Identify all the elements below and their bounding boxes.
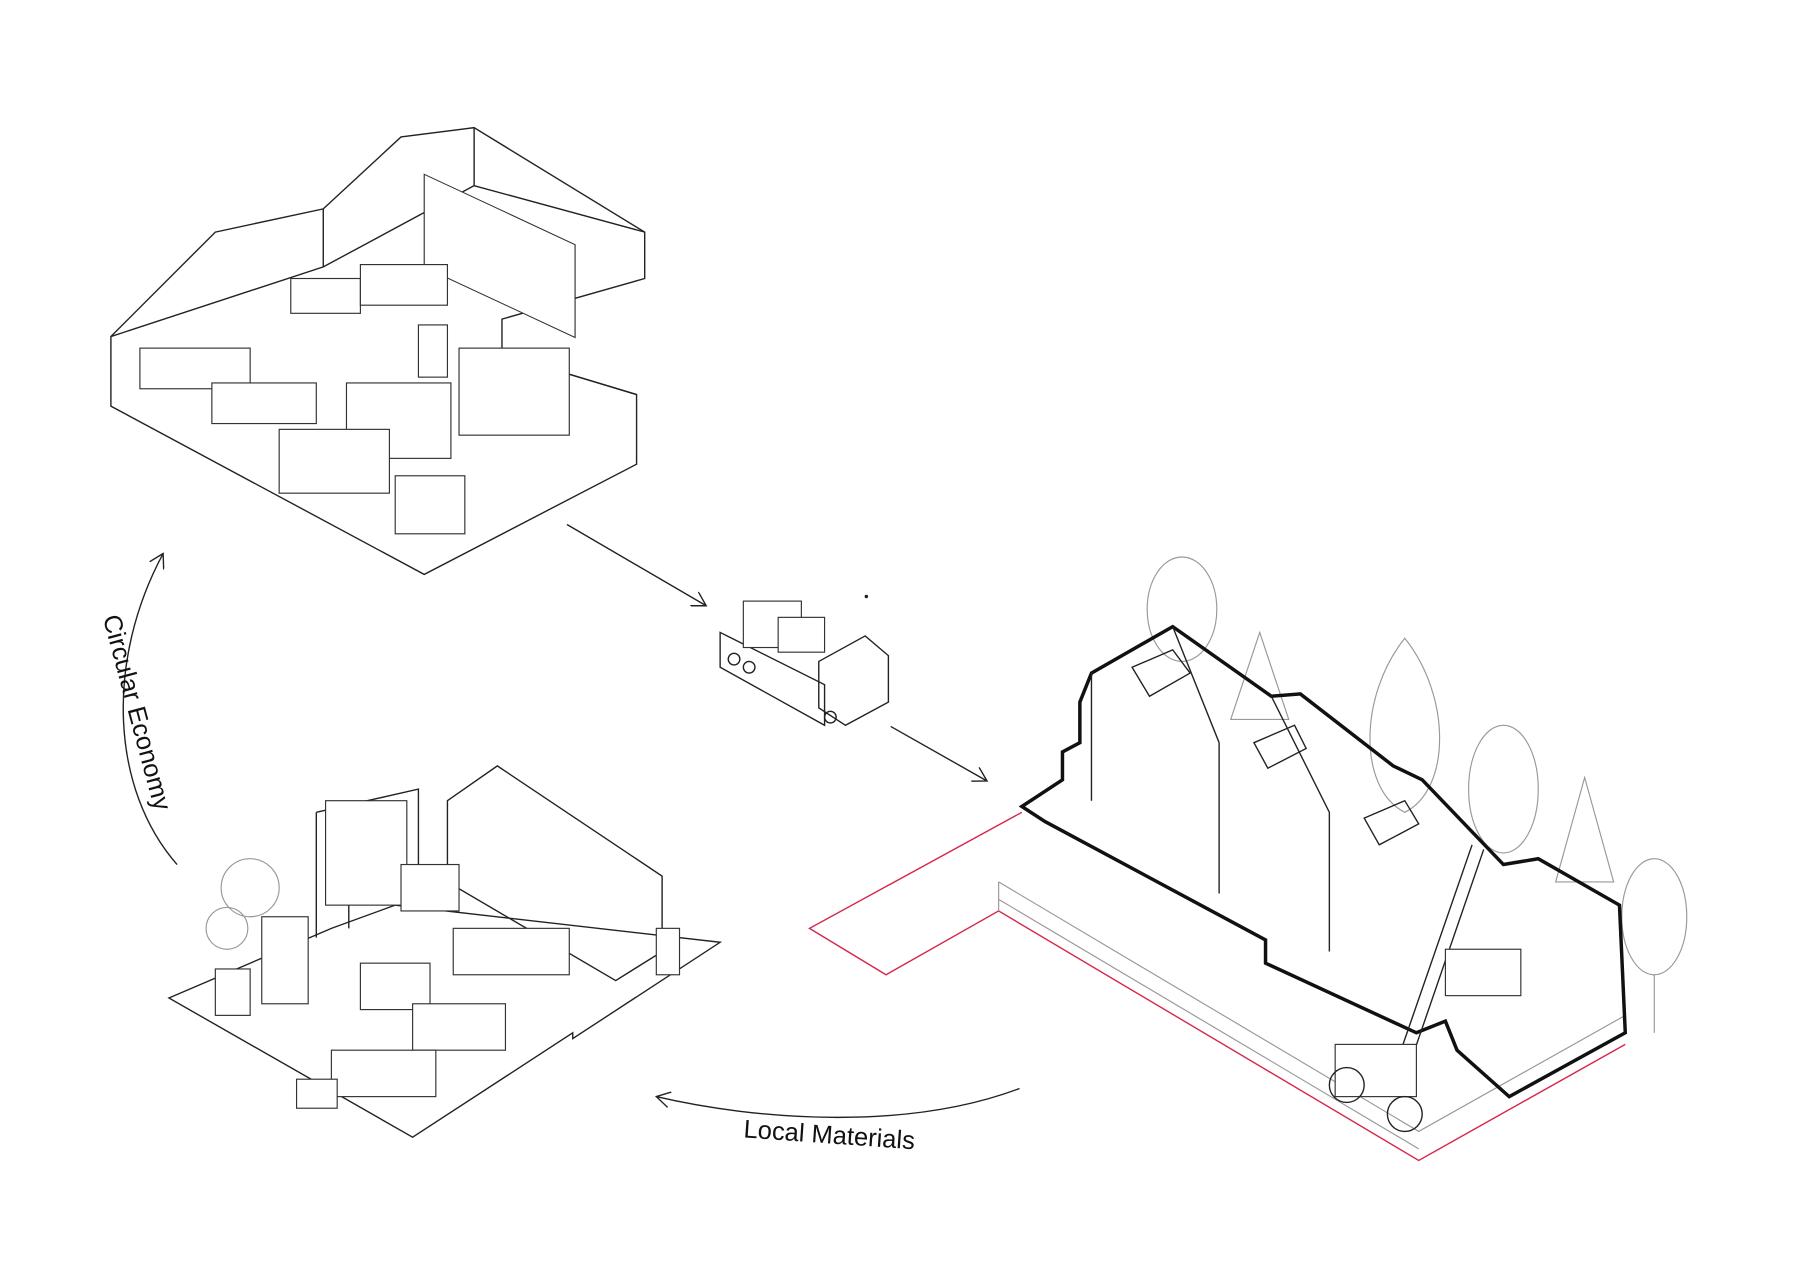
skylights (1131, 648, 1420, 846)
trees (1146, 556, 1688, 1033)
crane (1328, 844, 1522, 1133)
label-circular-economy: Circular Economy (97, 612, 176, 814)
arrow-to-truck (566, 523, 706, 606)
warehouse-isometric (167, 765, 723, 1139)
delivery-truck (719, 600, 890, 727)
housing-terrace (1018, 624, 1628, 1099)
stacked-timber (139, 173, 576, 535)
fence (998, 881, 1626, 1150)
arrow-circular-economy (122, 554, 178, 865)
label-local-materials: Local Materials (743, 1115, 916, 1155)
arrow-local-materials (656, 1087, 1020, 1119)
dot (864, 594, 869, 599)
site-boundary (808, 811, 1626, 1162)
arrow-to-house (890, 725, 987, 781)
factory-isometric (110, 126, 646, 576)
